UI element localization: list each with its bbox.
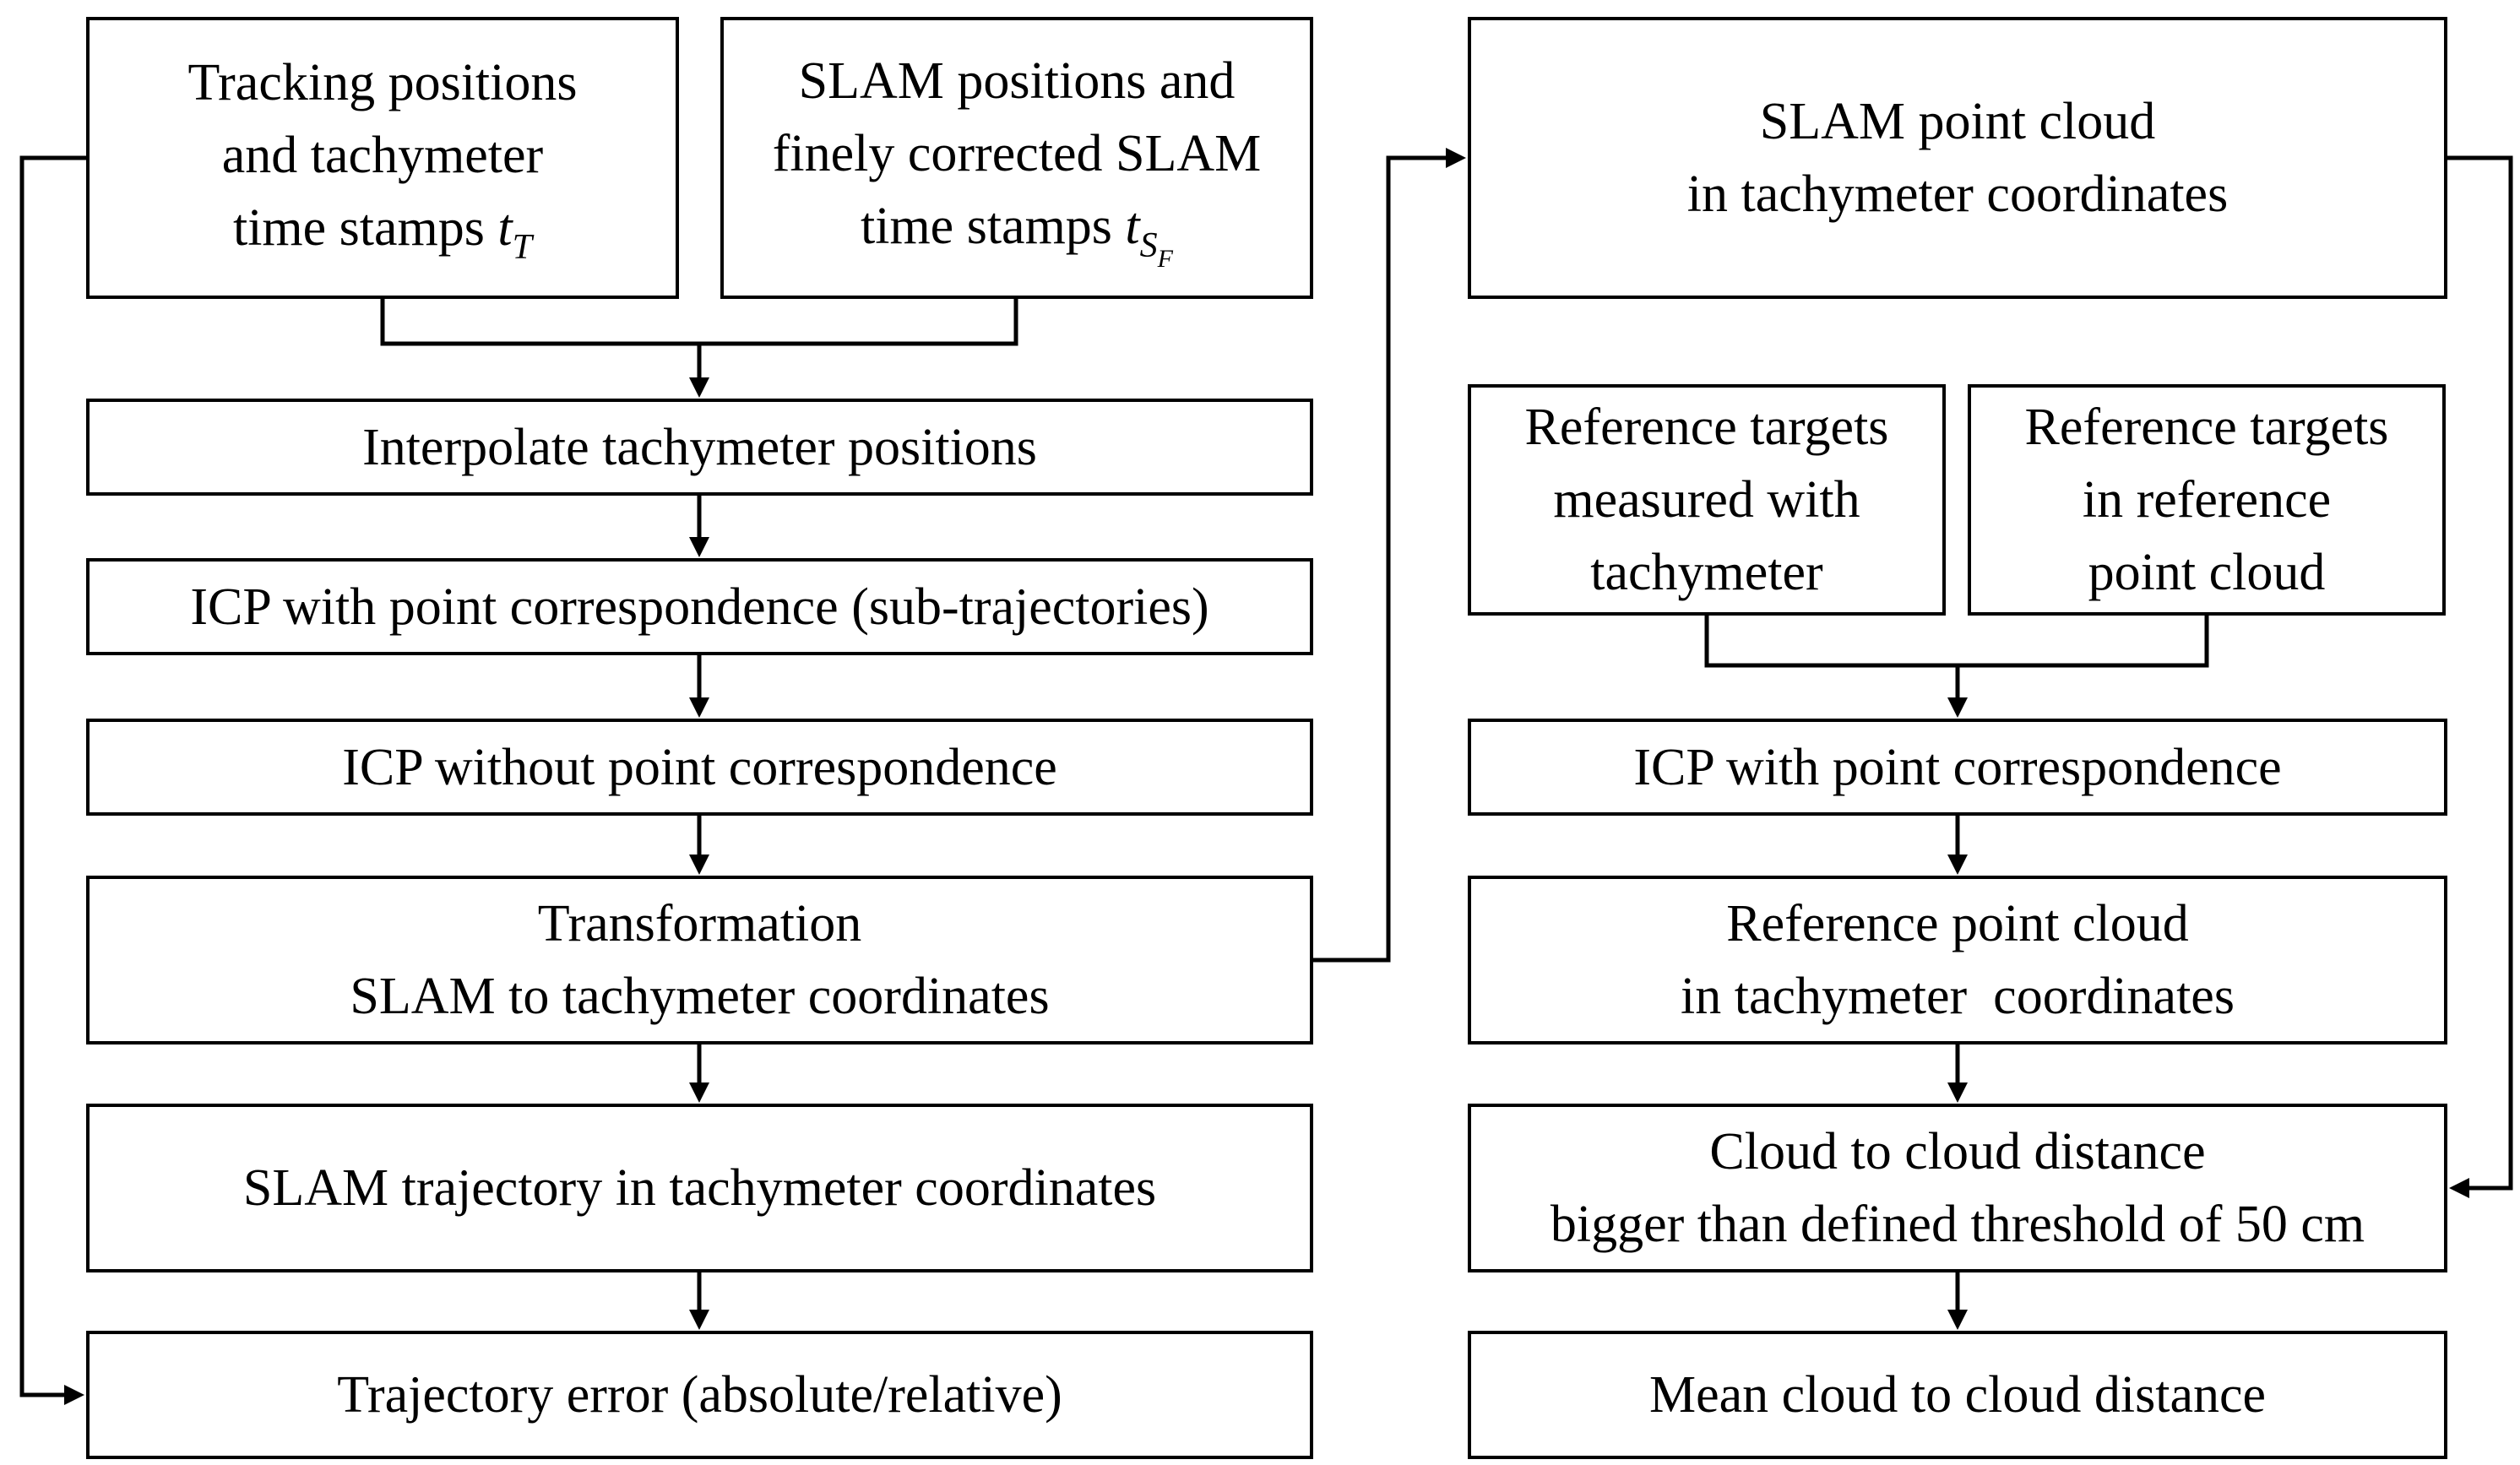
connector-transformation-to-slam-cloud xyxy=(1313,155,1448,963)
slampos-math-t: t xyxy=(1125,197,1140,255)
arrowhead-icp-without xyxy=(689,697,709,718)
ref-cloud-line-3: point cloud xyxy=(2088,544,2326,601)
mean-c2c-label: Mean cloud to cloud distance xyxy=(1648,1366,2266,1424)
ref-cloud-line-2: in reference xyxy=(2082,471,2332,529)
slampos-line-2: finely corrected SLAM xyxy=(772,124,1262,182)
icp-with-label: ICP with point correspondence xyxy=(1633,738,2282,796)
icp-without-label: ICP without point correspondence xyxy=(342,738,1057,796)
refcloud-line-2: in tachymeter coordinates xyxy=(1681,968,2235,1025)
transformation-box: Transformation SLAM to tachymeter coordi… xyxy=(86,876,1313,1044)
mean-c2c-box: Mean cloud to cloud distance xyxy=(1468,1331,2447,1459)
arrowhead-slam-cloud xyxy=(1446,148,1466,168)
arrowhead-interpolate xyxy=(689,377,709,398)
c2c-threshold-box: Cloud to cloud distance bigger than defi… xyxy=(1468,1104,2447,1272)
interpolate-label: Interpolate tachymeter positions xyxy=(362,418,1037,476)
ref-targets-tachymeter-box: Reference targets measured with tachymet… xyxy=(1468,384,1946,616)
arrowhead-feedback xyxy=(64,1385,84,1405)
ref-tach-line-3: tachymeter xyxy=(1590,544,1823,601)
interpolate-box: Interpolate tachymeter positions xyxy=(86,399,1313,496)
tracking-line-2: and tachymeter xyxy=(221,126,544,184)
slampos-line-3-text: time stamps xyxy=(861,197,1126,255)
reference-point-cloud-box: Reference point cloud in tachymeter coor… xyxy=(1468,876,2447,1044)
ref-tach-line-2: measured with xyxy=(1553,471,1860,529)
merge-connector-right xyxy=(1704,616,2209,668)
transformation-line-1: Transformation xyxy=(537,895,862,952)
arrowhead-transformation xyxy=(689,855,709,875)
icp-without-box: ICP without point correspondence xyxy=(86,719,1313,816)
arrowhead-slam-trajectory xyxy=(689,1082,709,1103)
slampos-line-3: time stamps tSF xyxy=(861,190,1173,273)
slampos-math-subsub: F xyxy=(1157,244,1173,273)
tracking-math-sub: T xyxy=(512,227,532,267)
slampos-line-1: SLAM positions and xyxy=(798,52,1236,110)
slam-positions-box: SLAM positions and finely corrected SLAM… xyxy=(720,17,1313,299)
arrowhead-c2c-side xyxy=(2449,1178,2469,1198)
refcloud-line-1: Reference point cloud xyxy=(1726,895,2189,952)
arrowhead-icp-sub xyxy=(689,537,709,557)
slam-cloud-line-2: in tachymeter coordinates xyxy=(1686,165,2229,223)
tracking-positions-box: Tracking positions and tachymeter time s… xyxy=(86,17,679,299)
icp-with-box: ICP with point correspondence xyxy=(1468,719,2447,816)
ref-tach-line-1: Reference targets xyxy=(1524,399,1889,456)
arrowhead-icp-with xyxy=(1947,697,1968,718)
tracking-line-3: time stamps tT xyxy=(233,192,532,270)
tracking-math-t: t xyxy=(497,198,513,257)
c2c-line-1: Cloud to cloud distance xyxy=(1709,1123,2206,1180)
tracking-line-1: Tracking positions xyxy=(187,53,578,111)
trajectory-error-label: Trajectory error (absolute/relative) xyxy=(337,1366,1062,1424)
slam-point-cloud-box: SLAM point cloud in tachymeter coordinat… xyxy=(1468,17,2447,299)
merge-connector-left xyxy=(380,299,1018,346)
icp-sub-label: ICP with point correspondence (sub-traje… xyxy=(190,578,1209,636)
trajectory-error-box: Trajectory error (absolute/relative) xyxy=(86,1331,1313,1459)
slam-trajectory-box: SLAM trajectory in tachymeter coordinate… xyxy=(86,1104,1313,1272)
ref-targets-cloud-box: Reference targets in reference point clo… xyxy=(1968,384,2446,616)
slampos-math-sub: SF xyxy=(1139,225,1173,273)
icp-sub-trajectories-box: ICP with point correspondence (sub-traje… xyxy=(86,558,1313,655)
slam-cloud-line-1: SLAM point cloud xyxy=(1759,93,2156,150)
connector-slam-cloud-to-c2c xyxy=(2447,155,2513,1191)
slampos-math-sub-s: S xyxy=(1139,225,1158,265)
transformation-line-2: SLAM to tachymeter coordinates xyxy=(350,968,1050,1025)
arrowhead-trajectory-error xyxy=(689,1310,709,1330)
ref-cloud-line-1: Reference targets xyxy=(2024,399,2389,456)
arrowhead-c2c xyxy=(1947,1082,1968,1103)
arrowhead-mean-c2c xyxy=(1947,1310,1968,1330)
arrowhead-ref-cloud xyxy=(1947,855,1968,875)
feedback-tracking-to-error xyxy=(19,155,86,1397)
tracking-line-3-text: time stamps xyxy=(232,198,498,257)
slam-trajectory-label: SLAM trajectory in tachymeter coordinate… xyxy=(242,1159,1157,1217)
c2c-line-2: bigger than defined threshold of 50 cm xyxy=(1550,1196,2365,1253)
